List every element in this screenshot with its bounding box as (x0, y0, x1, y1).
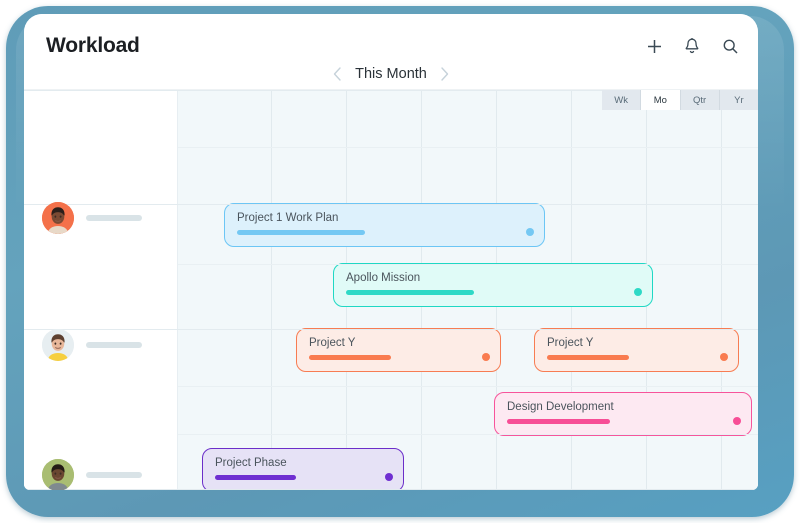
bell-icon (685, 38, 699, 54)
task-bar[interactable]: Project 1 Work Plan (224, 203, 545, 247)
task-end-handle[interactable] (634, 288, 642, 296)
month-navigator: This Month (24, 66, 758, 82)
assignee-row-3[interactable] (42, 459, 142, 490)
subrow-separator-0 (178, 147, 758, 148)
row-separator-0 (24, 90, 758, 91)
task-end-handle[interactable] (482, 353, 490, 361)
add-button[interactable] (644, 36, 664, 56)
row-separator-1 (24, 204, 758, 205)
task-bar-label: Project Y (547, 337, 594, 349)
assignee-name-placeholder (86, 472, 142, 478)
avatar[interactable] (42, 329, 74, 361)
assignee-name-placeholder (86, 342, 142, 348)
avatar-image (42, 202, 74, 234)
task-progress-fill (215, 475, 296, 480)
search-button[interactable] (720, 36, 740, 56)
timescale-option-mo[interactable]: Mo (641, 90, 681, 110)
app-header: Workload (24, 14, 758, 90)
task-bar[interactable]: Project Y (296, 328, 501, 372)
task-bar-label: Project Phase (215, 457, 287, 469)
task-bar-label: Project Y (309, 337, 356, 349)
next-month-button[interactable] (439, 66, 450, 82)
subrow-separator-1 (178, 264, 758, 265)
task-progress-fill (507, 419, 610, 424)
task-progress-track (547, 355, 629, 360)
task-progress-track (215, 475, 296, 480)
notifications-button[interactable] (682, 36, 702, 56)
task-progress-fill (346, 290, 474, 295)
task-end-handle[interactable] (526, 228, 534, 236)
search-icon (723, 39, 738, 54)
task-progress-track (237, 230, 365, 235)
page-title: Workload (46, 34, 140, 57)
avatar[interactable] (42, 202, 74, 234)
timescale-option-yr[interactable]: Yr (734, 94, 744, 106)
plus-icon (647, 39, 661, 53)
task-bar[interactable]: Apollo Mission (333, 263, 653, 307)
row-separator-3 (24, 489, 758, 490)
grid-column-line-0 (271, 90, 272, 490)
task-progress-track (507, 419, 610, 424)
task-bar[interactable]: Project Y (534, 328, 739, 372)
current-period-label: This Month (355, 66, 427, 82)
assignee-row-1[interactable] (42, 202, 142, 234)
subrow-separator-3 (178, 434, 758, 435)
task-bar-label: Project 1 Work Plan (237, 212, 339, 224)
task-progress-fill (309, 355, 391, 360)
task-end-handle[interactable] (733, 417, 741, 425)
app-window: Workload (24, 14, 758, 490)
avatar-image (42, 329, 74, 361)
timescale-option-wk[interactable]: Wk (602, 90, 642, 110)
avatar[interactable] (42, 459, 74, 490)
chevron-left-icon (333, 67, 341, 81)
task-progress-track (346, 290, 474, 295)
task-bar-label: Design Development (507, 401, 614, 413)
chevron-right-icon (441, 67, 449, 81)
assignee-name-placeholder (86, 215, 142, 221)
task-bar[interactable]: Project Phase (202, 448, 404, 490)
task-bar-label: Apollo Mission (346, 272, 421, 284)
subrow-separator-2 (178, 386, 758, 387)
header-actions (644, 36, 740, 56)
task-end-handle[interactable] (720, 353, 728, 361)
task-progress-fill (547, 355, 629, 360)
row-separator-2 (24, 329, 758, 330)
assignee-row-2[interactable] (42, 329, 142, 361)
prev-month-button[interactable] (332, 66, 343, 82)
task-bar[interactable]: Design Development (494, 392, 752, 436)
task-end-handle[interactable] (385, 473, 393, 481)
grid-column-line-6 (721, 90, 722, 490)
avatar-image (42, 459, 74, 490)
task-progress-fill (237, 230, 365, 235)
assignee-column (24, 90, 178, 490)
task-progress-track (309, 355, 391, 360)
timescale-option-qtr[interactable]: Qtr (681, 90, 720, 110)
